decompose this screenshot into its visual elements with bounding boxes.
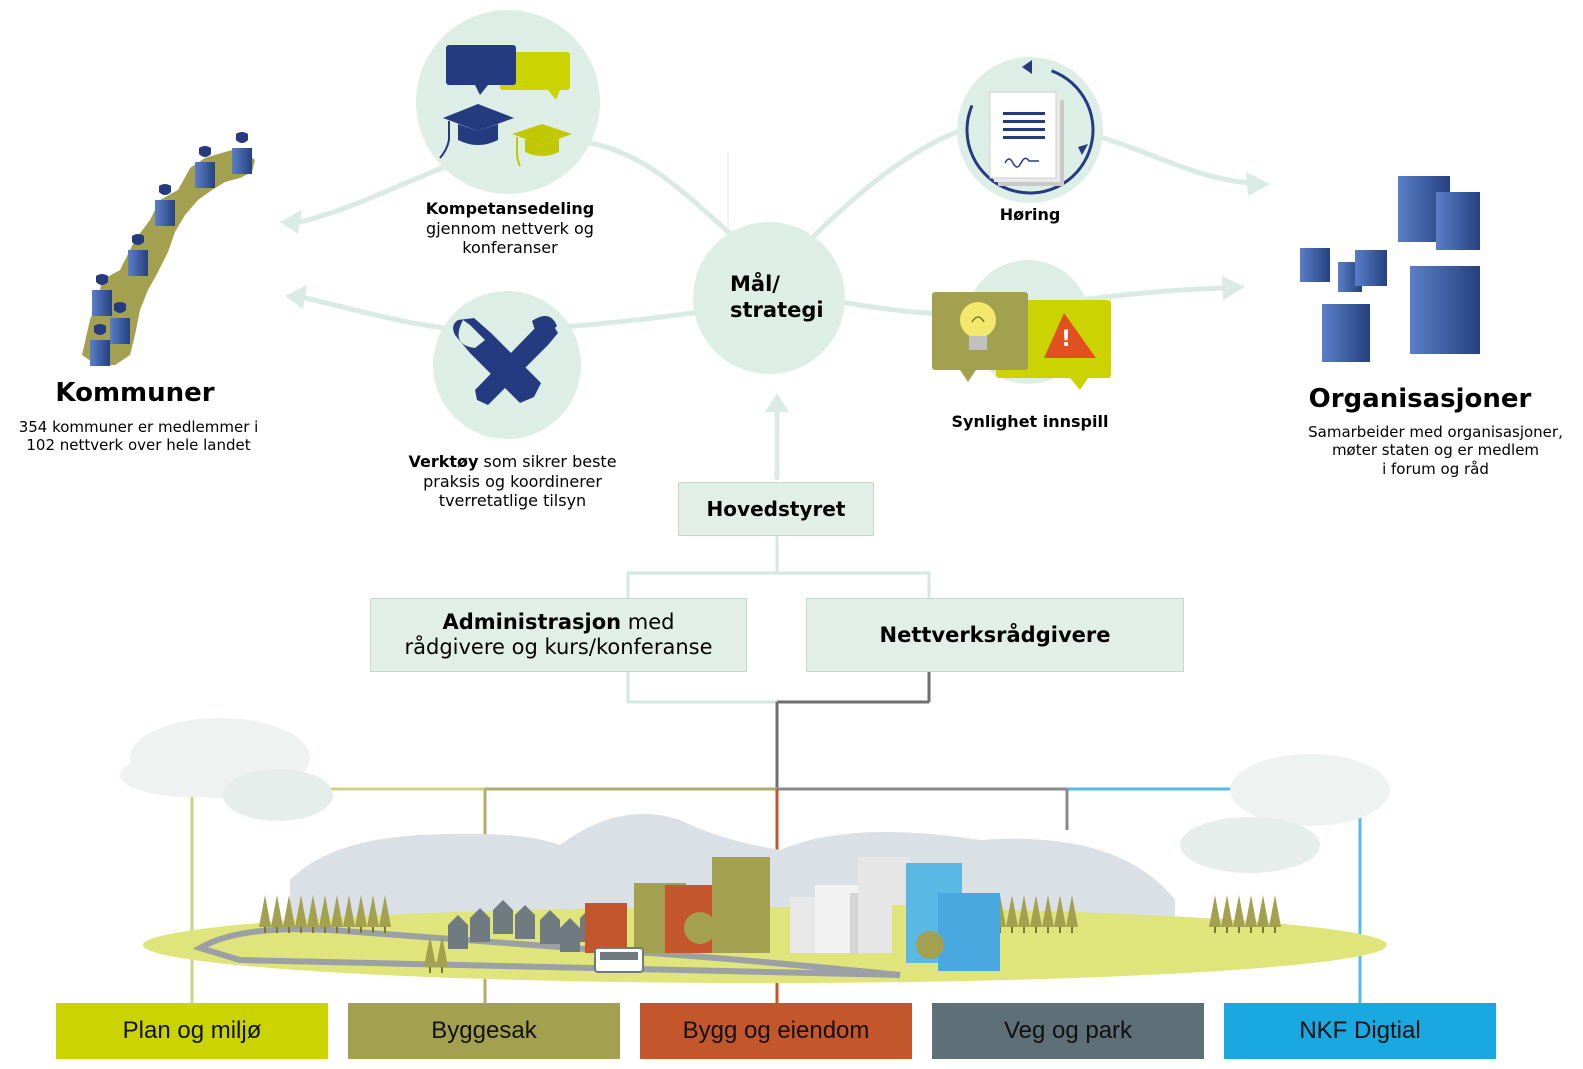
tree-icon [355, 895, 367, 933]
tree-icon [1006, 895, 1018, 933]
bar-label: Plan og miljø [122, 1017, 262, 1044]
horing-label: Høring [999, 205, 1061, 224]
house-icon [540, 910, 560, 944]
building-icon [110, 302, 130, 344]
graduation-cap-icon [439, 104, 572, 167]
tree-icon [295, 895, 307, 933]
tree-icon [319, 895, 331, 933]
strategi-label: Mål/ strategi [706, 272, 836, 323]
lightbulb-warning-icon: ! [932, 292, 1111, 390]
building-icon [128, 234, 148, 276]
building-icon [92, 274, 112, 316]
nettverk-label: Nettverksrådgivere [879, 623, 1111, 647]
organisation-buildings [1300, 176, 1480, 362]
kompetanse-title: Kompetansedeling [425, 199, 595, 218]
tree-icon [331, 895, 343, 933]
strategi-line1: Mål/ [730, 272, 780, 296]
kompetanse-line2: gjennom nettverk og [426, 218, 594, 238]
document-icon [965, 60, 1095, 195]
bar-label: NKF Digtial [1299, 1017, 1421, 1044]
verktoy-line3: tverretatlige tilsyn [438, 491, 587, 511]
building-icon [232, 132, 252, 174]
house-icon [560, 918, 580, 952]
svg-text:!: ! [1061, 327, 1071, 352]
kompetanse-circle [416, 10, 600, 194]
tree-icon [367, 895, 379, 933]
tree-icon [1066, 895, 1078, 933]
tree-icon [424, 935, 436, 973]
tree-icon [1245, 895, 1257, 933]
tree-icon [283, 895, 295, 933]
bar-bygg-og-eiendom[interactable]: Bygg og eiendom [640, 1003, 912, 1059]
landscape-illustration [120, 718, 1390, 983]
verktoy-title: Verktøy [408, 452, 479, 471]
kommuner-description: 354 kommuner er medlemmer i 102 nettverk… [6, 418, 271, 455]
tree-icon [1221, 895, 1233, 933]
org-desc-line1: Samarbeider med organisasjoner, [1308, 423, 1563, 441]
bar-veg-og-park[interactable]: Veg og park [932, 1003, 1204, 1059]
bar-plan-og-miljo[interactable]: Plan og miljø [56, 1003, 328, 1059]
tree-icon [259, 895, 271, 933]
tree-icon [1257, 895, 1269, 933]
building-icon [155, 184, 175, 226]
nettverk-box: Nettverksrådgivere [806, 598, 1184, 672]
kompetanse-line3: konferanser [462, 238, 558, 258]
administrasjon-box: Administrasjon med rådgivere og kurs/kon… [370, 598, 747, 672]
org-desc-line2: møter staten og er medlem [1331, 441, 1540, 460]
bar-byggesak[interactable]: Byggesak [348, 1003, 620, 1059]
tree-icon [1054, 895, 1066, 933]
kompetanse-label: Kompetansedeling gjennom nettverk og kon… [400, 199, 620, 258]
administrasjon-line2: rådgivere og kurs/konferanse [404, 635, 713, 659]
verktoy-label: Verktøy som sikrer beste praksis og koor… [390, 452, 635, 511]
org-desc-line3: i forum og råd [1382, 459, 1489, 478]
tree-icon [1269, 895, 1281, 933]
speech-bubble-icon [446, 45, 570, 100]
synlighet-label: Synlighet innspill [951, 412, 1109, 431]
administrasjon-rest: med [621, 609, 675, 634]
bar-label: Veg og park [1003, 1017, 1133, 1044]
tree-icon [1018, 895, 1030, 933]
hovedstyret-box: Hovedstyret [678, 482, 874, 536]
building-icon [195, 146, 215, 188]
tree-icon [436, 935, 448, 973]
house-icon [493, 900, 513, 934]
tree-icon [307, 895, 319, 933]
strategi-line2: strategi [730, 297, 824, 322]
tree-icon [1233, 895, 1245, 933]
tree-icon [379, 895, 391, 933]
organisasjoner-title: Organisasjoner [1308, 384, 1532, 414]
building-icons-map [90, 132, 252, 366]
house-icon [448, 915, 468, 949]
organisasjoner-description: Samarbeider med organisasjoner, møter st… [1298, 423, 1573, 478]
tree-icon [271, 895, 283, 933]
verktoy-line2: praksis og koordinerer [423, 471, 602, 491]
house-icon [470, 908, 490, 942]
bar-label: Bygg og eiendom [682, 1017, 870, 1044]
kommuner-desc-line1: 354 kommuner er medlemmer i [18, 418, 259, 436]
bar-label: Byggesak [431, 1017, 537, 1044]
building-icon [90, 324, 110, 366]
administrasjon-bold: Administrasjon [442, 609, 622, 634]
kommuner-desc-line2: 102 nettverk over hele landet [26, 436, 251, 455]
house-icon [515, 905, 535, 939]
hovedstyret-label: Hovedstyret [706, 497, 846, 521]
tree-icon [343, 895, 355, 933]
bar-nkf-digital[interactable]: NKF Digtial [1224, 1003, 1496, 1059]
kommuner-title: Kommuner [55, 378, 215, 408]
tree-icon [1209, 895, 1221, 933]
norway-map [82, 148, 255, 366]
strategi-circle [693, 222, 845, 374]
verktoy-line1-rest: som sikrer beste [478, 452, 617, 471]
tools-icon [453, 316, 558, 405]
tree-icon [1030, 895, 1042, 933]
tree-icon [1042, 895, 1054, 933]
